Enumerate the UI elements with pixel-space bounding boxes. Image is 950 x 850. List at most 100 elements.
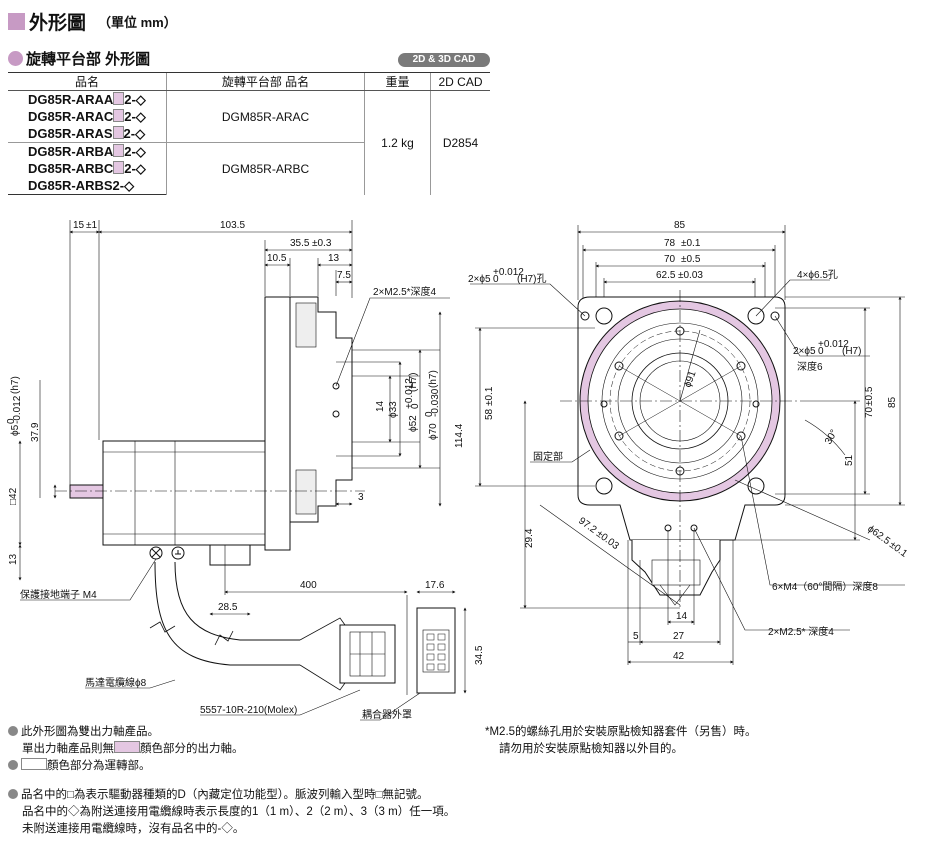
svg-text:±0.1: ±0.1 xyxy=(484,386,495,406)
svg-text:70: 70 xyxy=(664,254,676,265)
note-bullet-icon xyxy=(8,789,18,799)
platform-cell: DGM85R-ARBC xyxy=(166,142,365,195)
svg-text:35.5: 35.5 xyxy=(290,238,310,249)
purple-swatch xyxy=(114,741,140,753)
svg-text:7.5: 7.5 xyxy=(337,270,351,281)
svg-text:(h7): (h7) xyxy=(428,370,439,388)
svg-text:30°: 30° xyxy=(823,428,840,447)
svg-text:+0.012: +0.012 xyxy=(493,267,524,278)
svg-text:114.4: 114.4 xyxy=(454,423,465,448)
svg-text:0: 0 xyxy=(6,418,17,424)
svg-text:ϕ62.5: ϕ62.5 xyxy=(865,524,892,548)
placeholder-box xyxy=(112,125,124,139)
note-line: 未附送連接用電纜線時，沒有品名中的-◇。 xyxy=(22,823,245,835)
svg-text:固定部: 固定部 xyxy=(533,450,563,463)
placeholder-box xyxy=(113,143,125,157)
svg-text:耦合器外罩: 耦合器外罩 xyxy=(362,708,412,721)
svg-text:2×M2.5* 深度4: 2×M2.5* 深度4 xyxy=(768,625,834,638)
svg-text:2×ϕ5: 2×ϕ5 xyxy=(468,274,491,285)
svg-text:±0.1: ±0.1 xyxy=(681,238,701,249)
svg-text:70: 70 xyxy=(864,406,875,418)
svg-text:10.5: 10.5 xyxy=(267,253,287,264)
note-line: 顏色部分為運轉部。 xyxy=(8,758,455,775)
svg-text:-0.030: -0.030 xyxy=(430,388,441,417)
note-line: 此外形圖為雙出力軸產品。 xyxy=(8,724,455,741)
svg-text:ϕ5: ϕ5 xyxy=(10,424,21,436)
svg-text:ϕ70: ϕ70 xyxy=(428,423,439,440)
svg-text:78: 78 xyxy=(664,238,676,249)
svg-text:馬達電纜線ϕ8: 馬達電纜線ϕ8 xyxy=(85,676,147,689)
svg-text:(H7): (H7) xyxy=(842,346,861,357)
svg-text:62.5: 62.5 xyxy=(656,270,676,281)
svg-text:85: 85 xyxy=(674,220,686,231)
svg-text:±0.1: ±0.1 xyxy=(887,539,910,560)
svg-text:0: 0 xyxy=(493,274,499,285)
table-row: DG85R-ARBS2-◇ xyxy=(8,177,490,195)
svg-text:2×M2.5*深度4: 2×M2.5*深度4 xyxy=(373,285,437,298)
placeholder-box xyxy=(113,160,125,174)
svg-text:±0.03: ±0.03 xyxy=(678,270,703,281)
notes-right: *M2.5的螺絲孔用於安裝原點檢知器套件（另售）時。 請勿用於安裝原點檢知器以外… xyxy=(485,724,757,758)
svg-text:34.5: 34.5 xyxy=(474,645,485,665)
svg-text:±0.03: ±0.03 xyxy=(594,528,621,552)
divider xyxy=(8,72,490,73)
white-swatch xyxy=(21,758,47,770)
svg-text:-0.012: -0.012 xyxy=(12,395,23,424)
svg-text:13: 13 xyxy=(328,253,340,264)
svg-text:+0.012: +0.012 xyxy=(818,339,849,350)
svg-text:6×M4（60°間隔）深度8: 6×M4（60°間隔）深度8 xyxy=(772,580,878,593)
svg-text:15: 15 xyxy=(73,220,85,231)
sub-header: 旋轉平台部 外形圖 xyxy=(8,48,150,69)
svg-text:保護接地端子 M4: 保護接地端子 M4 xyxy=(20,588,97,601)
col-header: 重量 xyxy=(364,73,431,91)
svg-text:±0.5: ±0.5 xyxy=(681,254,701,265)
svg-text:0: 0 xyxy=(818,346,824,357)
svg-text:0: 0 xyxy=(410,403,421,409)
side-view xyxy=(18,220,467,721)
svg-text:58: 58 xyxy=(484,408,495,420)
sub-title: 旋轉平台部 外形圖 xyxy=(26,51,151,68)
svg-text:(h7): (h7) xyxy=(10,376,21,394)
cad-badge[interactable]: 2D & 3D CAD xyxy=(398,53,490,67)
notes-left: 此外形圖為雙出力軸產品。 單出力軸產品則無顏色部分的出力軸。 顏色部分為運轉部。… xyxy=(8,724,455,838)
svg-text:+0.012: +0.012 xyxy=(404,378,415,409)
header-square-icon xyxy=(8,13,25,30)
svg-text:0: 0 xyxy=(424,411,435,417)
platform-cell: DGM85R-ARAC xyxy=(166,90,365,143)
svg-text:103.5: 103.5 xyxy=(220,220,245,231)
svg-text:14: 14 xyxy=(375,400,386,412)
svg-text:17.6: 17.6 xyxy=(425,580,445,591)
note-line: 品名中的◇為附送連接用電纜線時表示長度的1（1 m）、2（2 m）、3（3 m）… xyxy=(22,806,456,818)
svg-text:±0.5: ±0.5 xyxy=(864,386,875,406)
svg-text:深度6: 深度6 xyxy=(797,360,823,373)
svg-text:ϕ33: ϕ33 xyxy=(388,401,399,418)
svg-text:28.5: 28.5 xyxy=(218,602,238,613)
svg-text:42: 42 xyxy=(673,651,685,662)
svg-text:5557-10R-210(Molex): 5557-10R-210(Molex) xyxy=(200,705,297,716)
svg-text:±0.3: ±0.3 xyxy=(312,238,332,249)
note-line: 品名中的□為表示驅動器種類的D（內藏定位功能型）。脈波列輸入型時□無記號。 xyxy=(8,787,455,804)
note-line: 請勿用於安裝原點檢知器以外目的。 xyxy=(499,743,683,755)
note-bullet-icon xyxy=(8,760,18,770)
svg-text:(H7): (H7) xyxy=(408,373,419,392)
svg-text:ϕ52: ϕ52 xyxy=(408,415,419,432)
col-header: 2D CAD xyxy=(430,73,490,91)
bullet-dot-icon xyxy=(8,51,23,66)
page-title: 外形圖 xyxy=(29,13,87,34)
front-view xyxy=(470,225,905,665)
cad-cell[interactable]: D2854 xyxy=(430,90,490,195)
svg-text:±1: ±1 xyxy=(86,220,97,231)
svg-text:29.4: 29.4 xyxy=(524,528,535,548)
svg-text:37.9: 37.9 xyxy=(30,422,41,442)
table-header-row: 品名 旋轉平台部 品名 重量 2D CAD xyxy=(8,73,490,91)
side-dimensions: 15±1 103.5 35.5±0.3 10.5 13 7.5 2×M2.5*深… xyxy=(6,220,485,721)
